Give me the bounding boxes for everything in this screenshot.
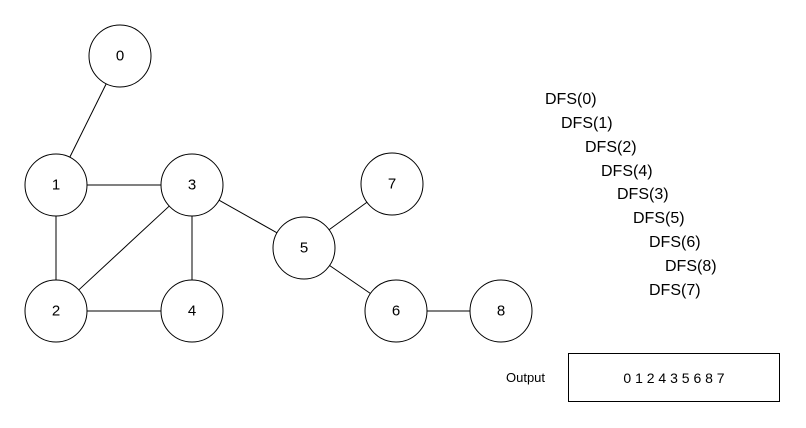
trace-line: DFS(2) bbox=[585, 139, 637, 156]
edge-5-7 bbox=[328, 201, 368, 231]
node-circle bbox=[24, 153, 88, 217]
node-label: 7 bbox=[388, 176, 396, 193]
node-8: 8 bbox=[469, 279, 533, 343]
node-6: 6 bbox=[364, 279, 428, 343]
node-circle bbox=[272, 216, 336, 280]
node-circle bbox=[360, 152, 424, 216]
node-circle bbox=[88, 24, 152, 88]
node-5: 5 bbox=[272, 216, 336, 280]
edge-0-1 bbox=[69, 83, 107, 158]
node-3: 3 bbox=[160, 153, 224, 217]
trace-line: DFS(1) bbox=[561, 115, 613, 132]
edge-2-3 bbox=[78, 205, 170, 291]
output-label: Output bbox=[506, 370, 546, 385]
node-circle bbox=[160, 279, 224, 343]
trace-line: DFS(0) bbox=[545, 91, 597, 108]
trace-line: DFS(6) bbox=[649, 234, 701, 251]
node-circle bbox=[469, 279, 533, 343]
trace-line: DFS(3) bbox=[617, 186, 669, 203]
node-4: 4 bbox=[160, 279, 224, 343]
output-box: 0 1 2 4 3 5 6 8 7 bbox=[568, 353, 780, 402]
edge-5-6 bbox=[329, 265, 371, 294]
node-1: 1 bbox=[24, 153, 88, 217]
node-label: 8 bbox=[497, 303, 505, 320]
node-label: 0 bbox=[116, 48, 124, 65]
node-circle bbox=[364, 279, 428, 343]
edge-3-5 bbox=[218, 199, 278, 234]
graph-edges bbox=[55, 83, 470, 312]
graph-nodes: 0 1 2 3 4 5 6 7 8 bbox=[24, 24, 533, 343]
node-circle bbox=[24, 279, 88, 343]
output-value: 0 1 2 4 3 5 6 8 7 bbox=[623, 369, 725, 386]
trace-line: DFS(5) bbox=[633, 210, 685, 227]
node-label: 3 bbox=[188, 177, 196, 194]
trace-line: DFS(4) bbox=[601, 163, 653, 180]
node-label: 6 bbox=[392, 303, 400, 320]
node-7: 7 bbox=[360, 152, 424, 216]
node-0: 0 bbox=[88, 24, 152, 88]
node-label: 4 bbox=[188, 303, 196, 320]
trace-line: DFS(8) bbox=[665, 258, 717, 275]
node-circle bbox=[160, 153, 224, 217]
node-label: 5 bbox=[300, 240, 308, 257]
node-label: 1 bbox=[52, 177, 60, 194]
node-label: 2 bbox=[52, 303, 60, 320]
trace-line: DFS(7) bbox=[649, 282, 701, 299]
node-2: 2 bbox=[24, 279, 88, 343]
